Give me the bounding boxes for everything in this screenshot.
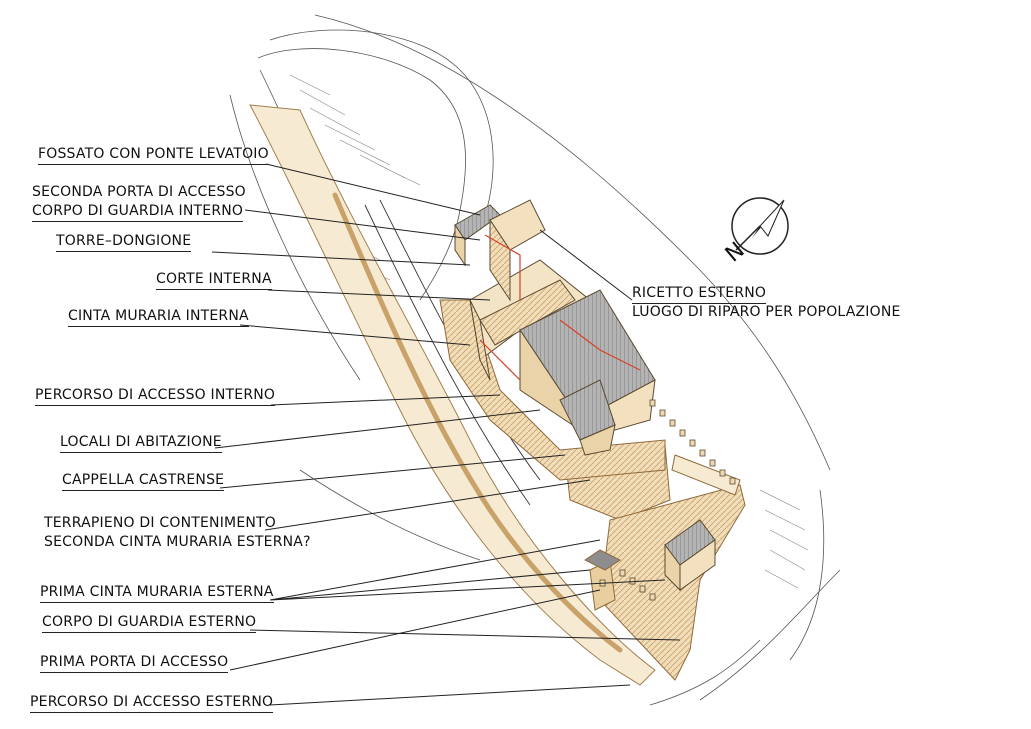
label-ricetto-esterno: RICETTO ESTERNO [632,285,767,304]
label-torre-dongione: TORRE–DONGIONE [56,233,192,252]
label-seconda-porta: SECONDA PORTA DI ACCESSO [32,184,246,200]
compass-ring [731,197,789,255]
label-prima-cinta: PRIMA CINTA MURARIA ESTERNA [40,584,274,603]
compass [731,197,789,255]
label-locali-abitazione: LOCALI DI ABITAZIONE [60,434,222,453]
inner-fortress [454,199,656,456]
label-fossato: FOSSATO CON PONTE LEVATOIO [38,146,269,165]
mortar-lines [479,234,641,381]
label-terrapieno: TERRAPIENO DI CONTENIMENTO [44,515,277,531]
label-cinta-interna: CINTA MURARIA INTERNA [68,308,249,327]
label-percorso-interno: PERCORSO DI ACCESSO INTERNO [35,387,276,406]
label-corte-interna: CORTE INTERNA [156,271,272,290]
label-luogo-riparo: LUOGO DI RIPARO PER POPOLAZIONE [632,304,901,320]
outer-guardhouse [664,519,716,592]
label-corpo-guardia-interno: CORPO DI GUARDIA INTERNO [32,203,244,222]
label-percorso-esterno: PERCORSO DI ACCESSO ESTERNO [30,694,274,713]
label-prima-porta: PRIMA PORTA DI ACCESSO [40,654,229,673]
leader-lines [211,163,681,706]
label-cappella-castrense: CAPPELLA CASTRENSE [62,472,225,491]
label-corpo-guardia-esterno: CORPO DI GUARDIA ESTERNO [42,614,257,633]
label-seconda-cinta-esterna: SECONDA CINTA MURARIA ESTERNA? [44,534,311,550]
